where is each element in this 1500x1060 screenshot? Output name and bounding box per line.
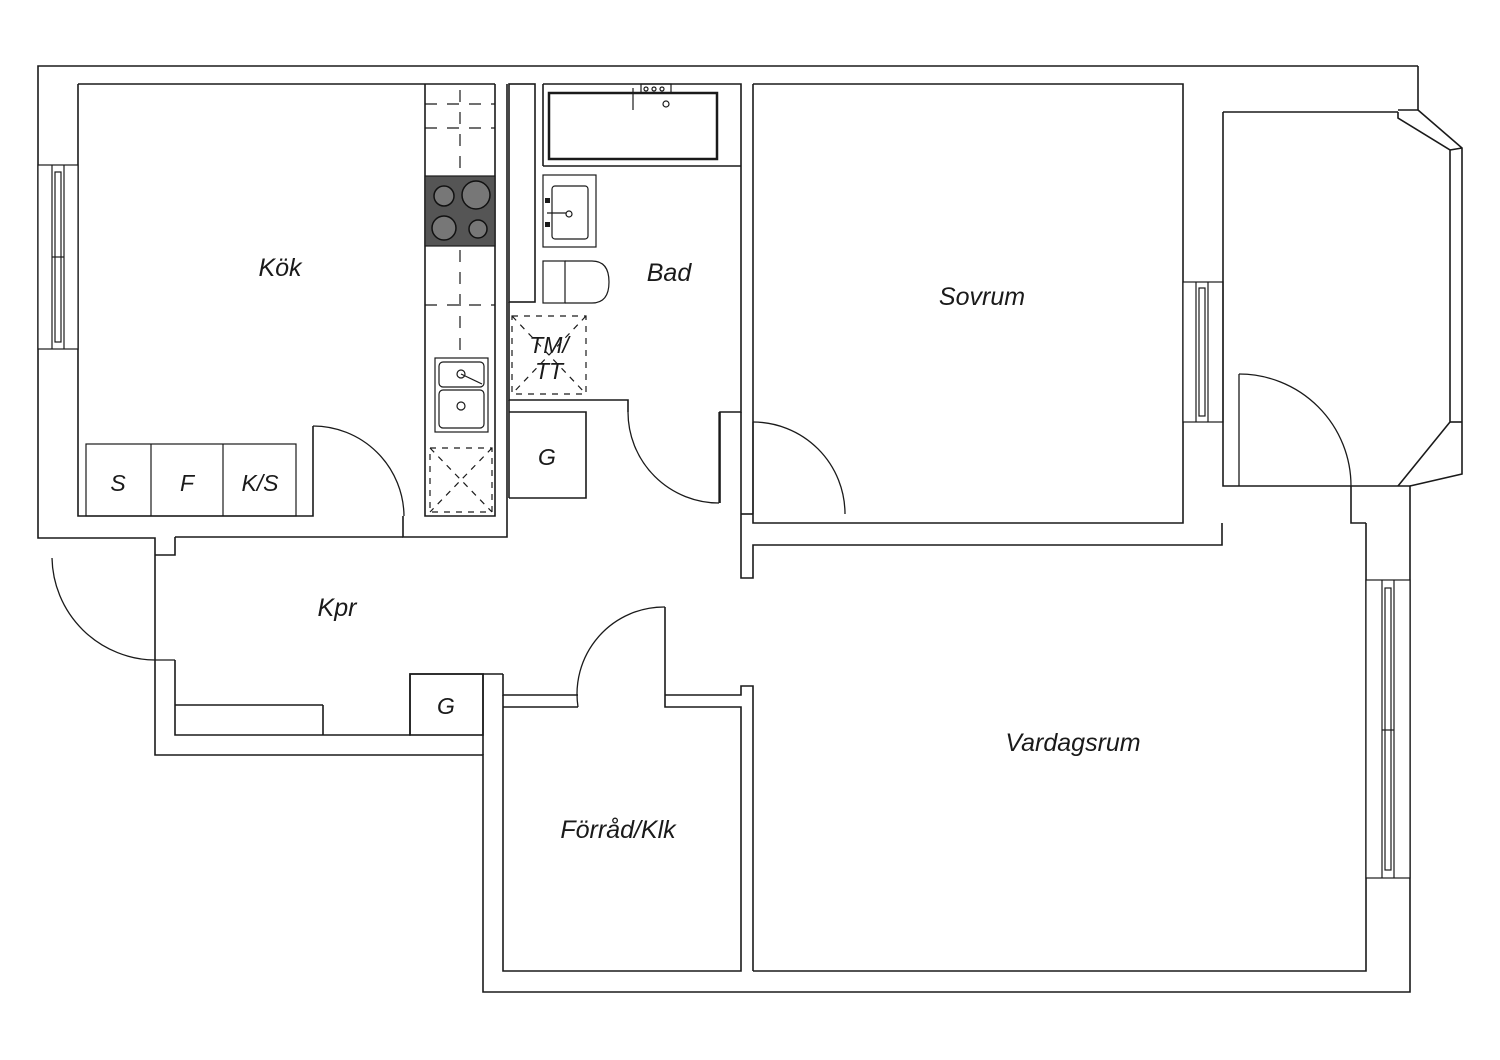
bedroom-label: Sovrum bbox=[939, 283, 1025, 311]
toilet-icon bbox=[542, 260, 610, 304]
living-room bbox=[753, 523, 1411, 972]
bathtub-icon bbox=[547, 83, 719, 161]
kitchen-label: Kök bbox=[258, 254, 303, 282]
washer-dryer-icon bbox=[511, 315, 587, 395]
hallway-label: Kpr bbox=[318, 594, 359, 622]
kitchen-unit-label: K/S bbox=[241, 470, 279, 496]
washbasin-icon bbox=[542, 174, 597, 248]
bathroom bbox=[508, 83, 742, 504]
kitchen-appliance-row bbox=[85, 443, 297, 517]
storage-label: Förråd/Klk bbox=[560, 816, 677, 844]
dishwasher-icon bbox=[429, 447, 493, 513]
bedroom-window bbox=[1182, 281, 1224, 423]
bedroom bbox=[740, 83, 1224, 579]
living-room-window bbox=[1365, 579, 1411, 879]
kitchen bbox=[37, 84, 508, 538]
exterior-walls bbox=[37, 65, 1419, 993]
hallway bbox=[51, 425, 578, 755]
dryer-label: TT bbox=[535, 358, 565, 384]
bath-wardrobe-label: G bbox=[538, 444, 556, 470]
washer-label: TM/ bbox=[529, 332, 571, 358]
room-labels: Kök Bad Sovrum Kpr Vardagsrum Förråd/Klk bbox=[258, 254, 1140, 844]
hall-wardrobe bbox=[409, 673, 484, 736]
kitchen-unit-label: S bbox=[110, 470, 126, 496]
fixture-labels: S F K/S G G TM/ TT bbox=[110, 332, 571, 719]
balcony bbox=[1222, 109, 1463, 524]
storage-room bbox=[502, 606, 754, 972]
hall-wardrobe-label: G bbox=[437, 693, 455, 719]
kitchen-window bbox=[37, 164, 79, 350]
kitchen-unit-label: F bbox=[180, 470, 196, 496]
stove-icon bbox=[424, 175, 496, 247]
living-room-label: Vardagsrum bbox=[1005, 729, 1140, 757]
bathroom-label: Bad bbox=[647, 259, 693, 287]
kitchen-sink-icon bbox=[434, 357, 489, 433]
